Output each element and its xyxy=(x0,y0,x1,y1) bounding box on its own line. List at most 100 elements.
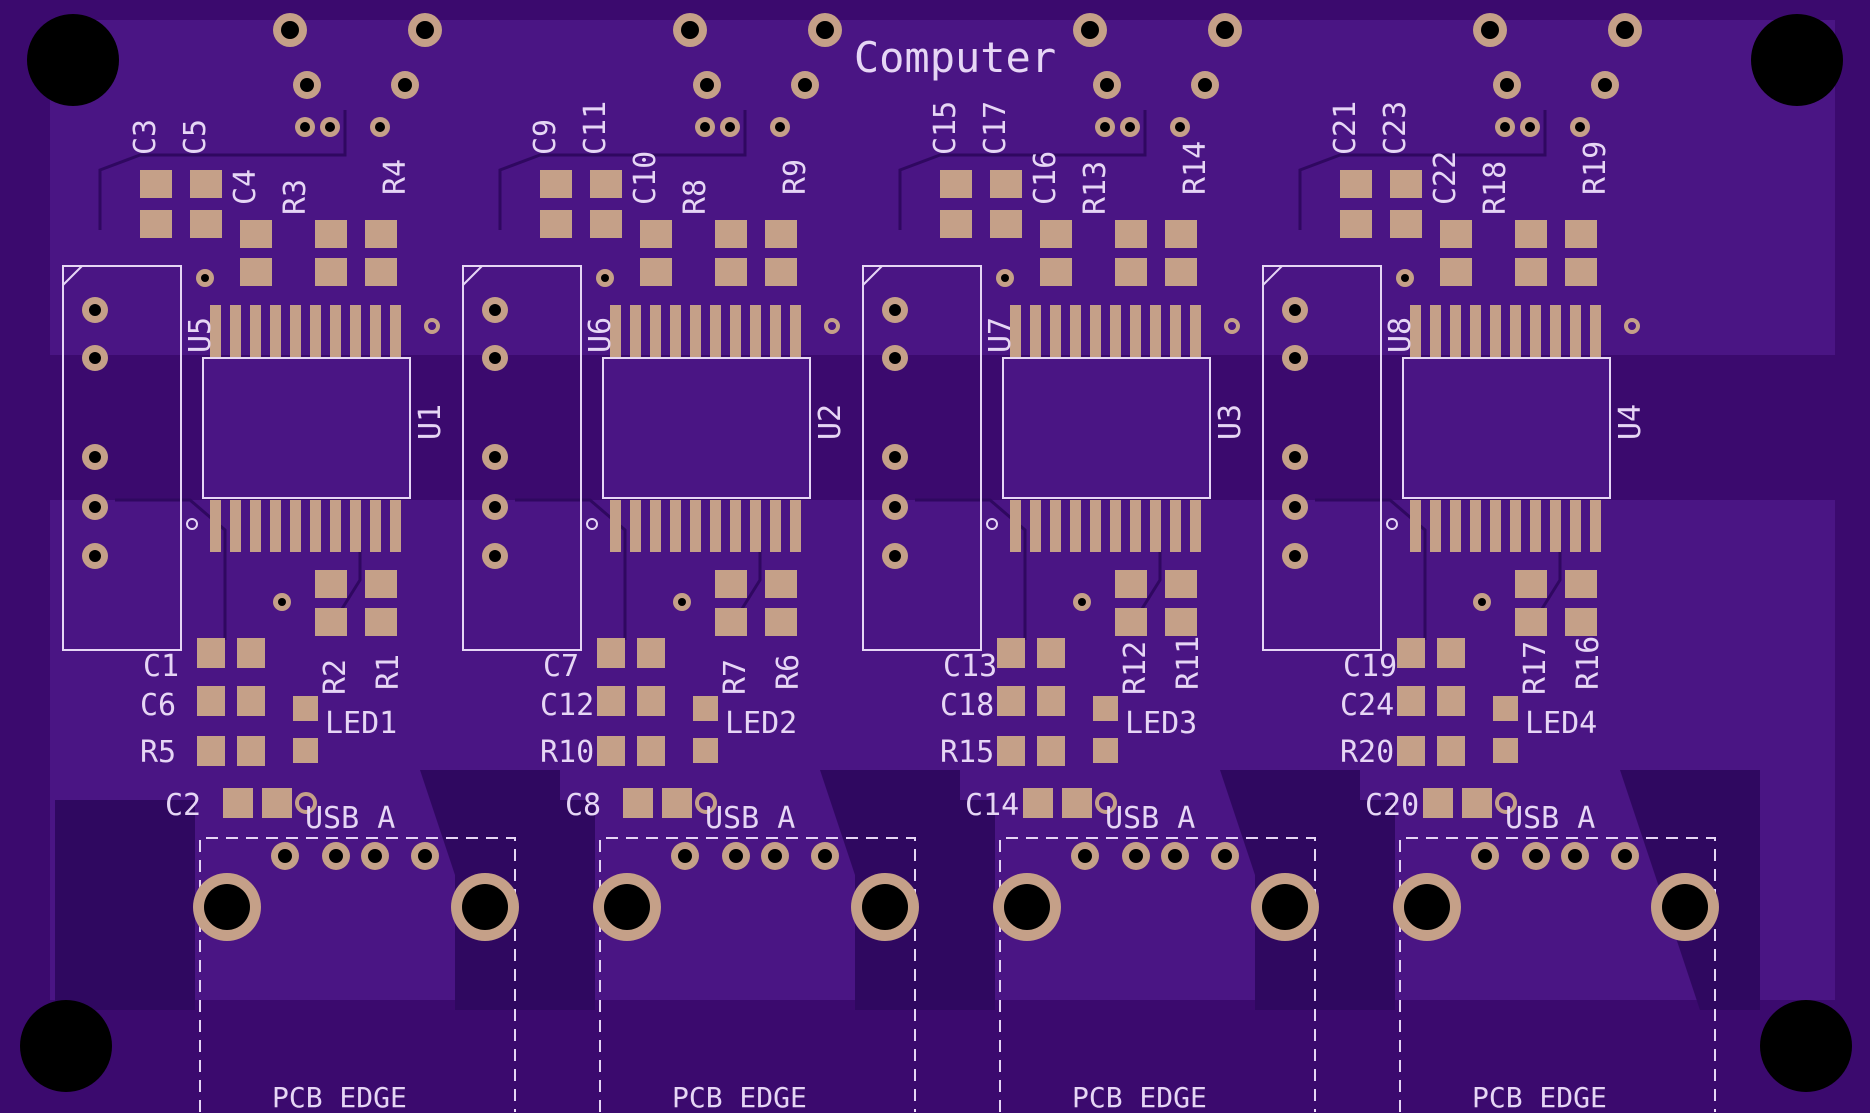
cap-label: C5 xyxy=(178,119,213,155)
ic-pin xyxy=(1110,305,1121,357)
ic-label: U2 xyxy=(813,404,848,440)
smd-pad xyxy=(1165,258,1197,286)
smd-pad xyxy=(1397,686,1425,716)
ic-pin xyxy=(1090,500,1101,552)
ic-body xyxy=(202,357,411,499)
led-label: LED1 xyxy=(325,706,397,741)
header-drill xyxy=(89,451,101,463)
via-pad xyxy=(1495,792,1517,814)
smd-pad xyxy=(1115,608,1147,636)
pcb-edge-label: PCB EDGE xyxy=(1072,1081,1207,1113)
ic-pin1-mark xyxy=(1624,318,1640,334)
ic-pin xyxy=(390,500,401,552)
ic-pin xyxy=(650,500,661,552)
smd-pad xyxy=(197,638,225,668)
ic-pin xyxy=(1190,305,1201,357)
connector-label: U8 xyxy=(1383,317,1418,353)
smd-pad xyxy=(590,170,622,198)
usb-drill xyxy=(1078,849,1092,863)
ic-pin xyxy=(1110,500,1121,552)
led-pad xyxy=(293,738,318,763)
smd-pad xyxy=(1062,788,1092,818)
cap-label: C4 xyxy=(228,169,263,205)
smd-pad xyxy=(237,638,265,668)
smd-pad xyxy=(1165,608,1197,636)
usb-drill xyxy=(418,849,432,863)
smd-pad xyxy=(237,686,265,716)
ic-pin xyxy=(750,305,761,357)
usb-drill xyxy=(1529,849,1543,863)
smd-pad xyxy=(140,210,172,238)
cap-label: C16 xyxy=(1028,151,1063,205)
usb-shield-hole xyxy=(862,884,908,930)
smd-pad xyxy=(1565,258,1597,286)
part-label: C14 xyxy=(965,788,1019,823)
ic-pin xyxy=(1150,305,1161,357)
ic-pin xyxy=(1550,305,1561,357)
part-label: C7 xyxy=(543,649,579,684)
ic-body xyxy=(602,357,811,499)
trace xyxy=(498,110,747,230)
part-label: R5 xyxy=(140,735,176,770)
header-drill xyxy=(489,352,501,364)
ic-pin xyxy=(1590,305,1601,357)
part-label: C1 xyxy=(143,649,179,684)
mounting-hole xyxy=(20,1000,112,1092)
usb-drill xyxy=(729,849,743,863)
smd-pad xyxy=(1037,686,1065,716)
drill-hole xyxy=(798,78,812,92)
mounting-hole xyxy=(1760,1000,1852,1092)
usb-drill xyxy=(1218,849,1232,863)
smd-pad xyxy=(1115,258,1147,286)
ic-pin xyxy=(1130,500,1141,552)
ic-pin xyxy=(630,500,641,552)
mounting-hole xyxy=(27,14,119,106)
ic-orientation-dot xyxy=(186,518,198,530)
ic-pin xyxy=(390,305,401,357)
ic-pin xyxy=(730,305,741,357)
trace xyxy=(1315,498,1427,640)
ic-pin xyxy=(750,500,761,552)
smd-pad xyxy=(1390,210,1422,238)
smd-pad xyxy=(365,570,397,598)
ic-pin xyxy=(1470,500,1481,552)
via-hole xyxy=(1500,122,1510,132)
trace xyxy=(115,498,227,640)
smd-pad xyxy=(237,736,265,766)
resistor-label: R12 xyxy=(1118,641,1153,695)
via-hole xyxy=(300,122,310,132)
ic-orientation-dot xyxy=(986,518,998,530)
ic-pin xyxy=(1410,500,1421,552)
usb-shield-hole xyxy=(1262,884,1308,930)
header-pin1-mark xyxy=(1262,265,1283,286)
smd-pad xyxy=(1515,220,1547,248)
part-label: R15 xyxy=(940,735,994,770)
ic-pin xyxy=(1510,305,1521,357)
ic-pin xyxy=(1010,305,1021,357)
usb-drill xyxy=(1478,849,1492,863)
cap-label: C3 xyxy=(128,119,163,155)
smd-pad xyxy=(715,570,747,598)
part-label: C2 xyxy=(165,788,201,823)
led-pad xyxy=(1493,738,1518,763)
ic-pin xyxy=(610,500,621,552)
ic-pin xyxy=(1090,305,1101,357)
header-drill xyxy=(889,304,901,316)
header-drill xyxy=(489,451,501,463)
smd-pad xyxy=(1115,570,1147,598)
ic-pin xyxy=(770,500,781,552)
mounting-holes xyxy=(20,14,1852,1092)
smd-pad xyxy=(940,210,972,238)
ic-pin1-mark xyxy=(424,318,440,334)
ic-pin xyxy=(230,305,241,357)
via-hole xyxy=(325,122,335,132)
led-pad xyxy=(293,696,318,721)
ic-pin xyxy=(1030,500,1041,552)
pcb-edge-label: PCB EDGE xyxy=(672,1081,807,1113)
ic-body xyxy=(1002,357,1211,499)
smd-pad xyxy=(1037,638,1065,668)
usb-drill xyxy=(1618,849,1632,863)
ic-pin xyxy=(690,500,701,552)
